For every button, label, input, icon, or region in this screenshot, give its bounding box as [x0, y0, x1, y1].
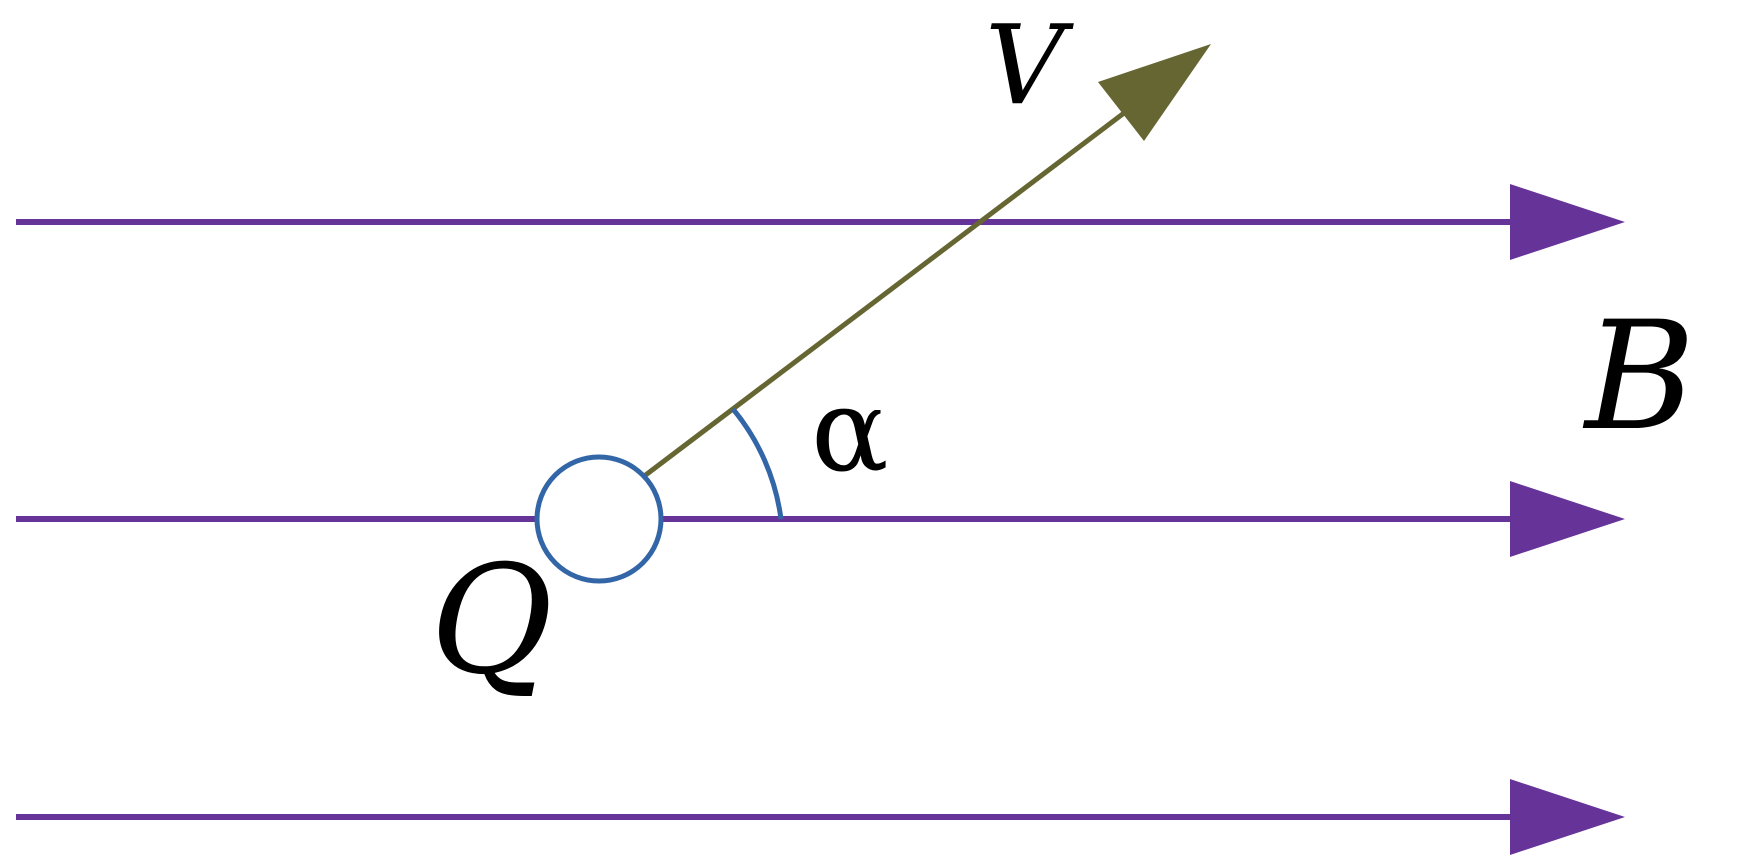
- angle-label: α: [811, 364, 889, 498]
- field-line-bottom: [16, 779, 1625, 855]
- velocity-label: V: [985, 1, 1074, 129]
- field-line-middle: [16, 481, 1625, 557]
- field-label: B: [1582, 290, 1695, 464]
- velocity-vector: [641, 44, 1211, 479]
- angle-arc: [731, 407, 784, 520]
- field-line-top: [16, 184, 1625, 260]
- charge-label: Q: [430, 534, 553, 708]
- charge-circle: [534, 454, 664, 584]
